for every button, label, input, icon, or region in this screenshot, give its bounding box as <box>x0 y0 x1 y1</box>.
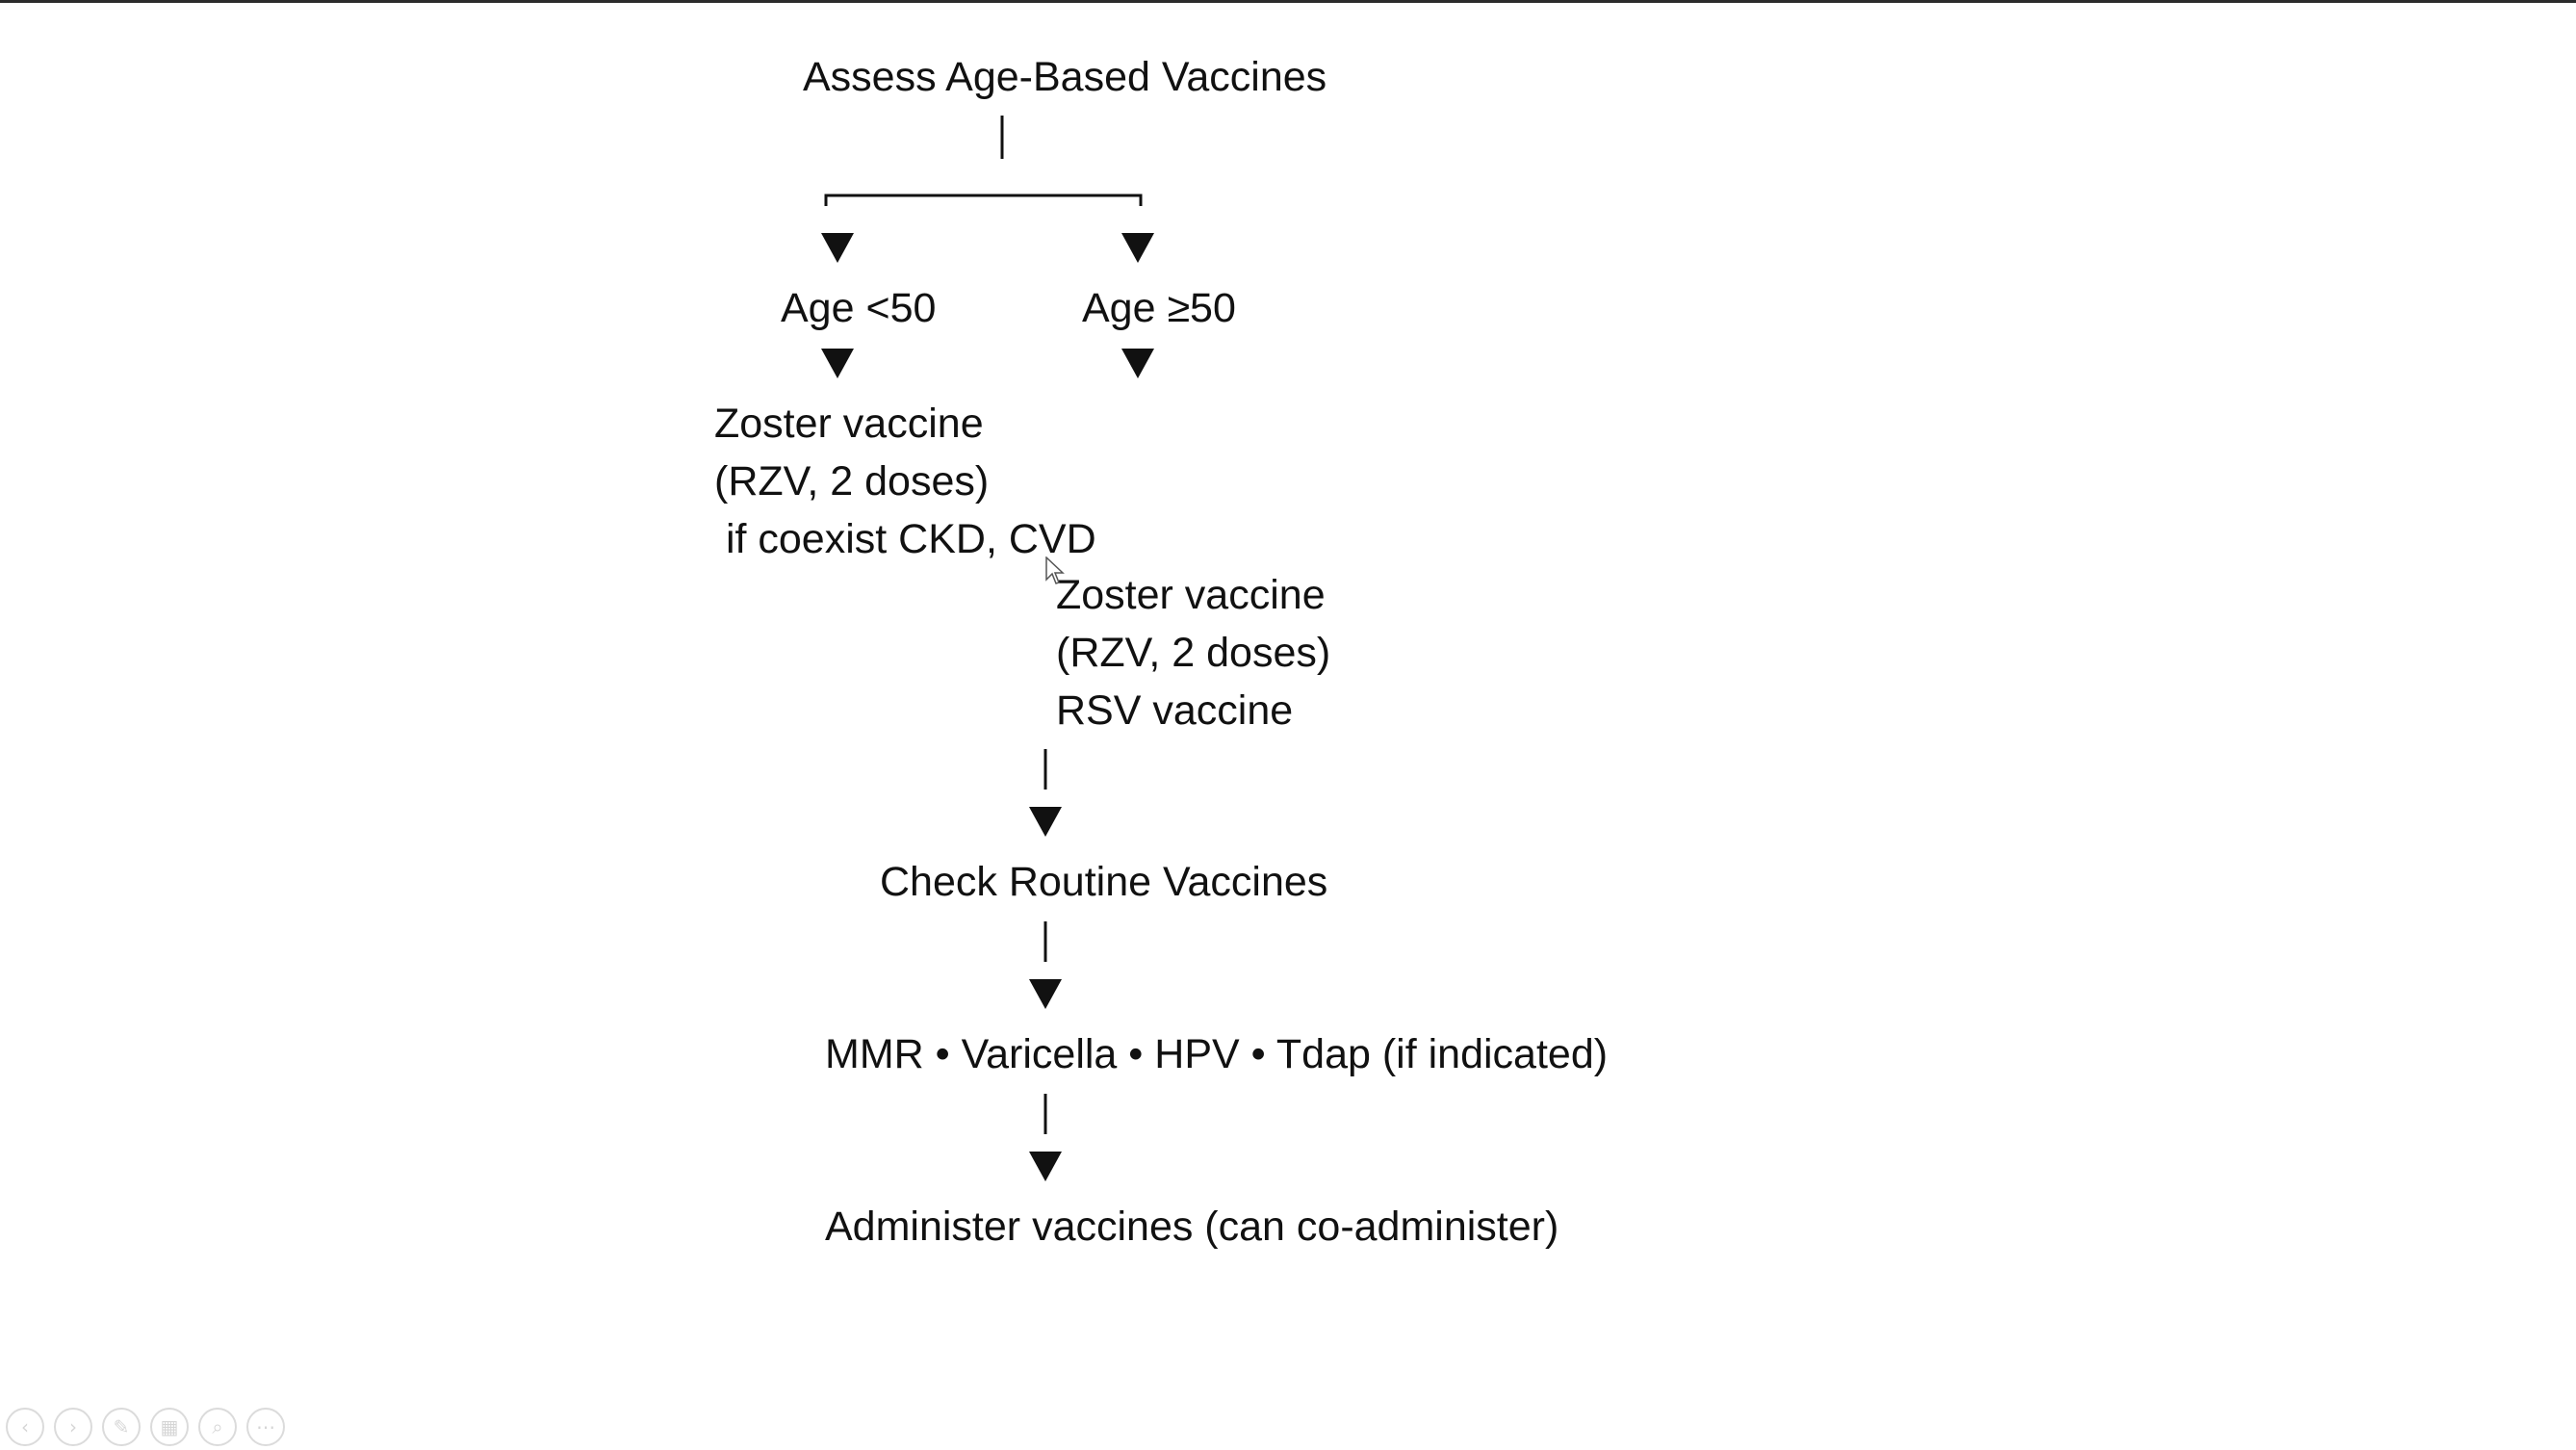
arrow-below-age-under-50 <box>821 349 854 378</box>
previous-slide-button[interactable]: ‹ <box>6 1408 44 1446</box>
slideshow-toolbar: ‹ › ✎ ▦ ⌕ ⋯ <box>6 1408 285 1450</box>
see-all-slides-button[interactable]: ▦ <box>150 1408 189 1446</box>
under-50-condition-line: if coexist CKD, CVD <box>714 516 1096 562</box>
next-slide-button[interactable]: › <box>54 1408 92 1446</box>
node-administer-vaccines: Administer vaccines (can co-administer) <box>825 1204 1559 1250</box>
pen-tool-button[interactable]: ✎ <box>102 1408 141 1446</box>
under-50-rzv-doses-line: (RZV, 2 doses) <box>714 458 990 505</box>
arrow-to-age-50-plus <box>1121 233 1154 263</box>
previous-slide-icon: ‹ <box>21 1415 29 1438</box>
zoom-button[interactable]: ⌕ <box>198 1408 237 1446</box>
under-50-zoster-line: Zoster vaccine <box>714 401 984 447</box>
zoom-icon: ⌕ <box>212 1415 223 1438</box>
node-assess-age-based-vaccines: Assess Age-Based Vaccines <box>803 54 1327 100</box>
node-routine-vaccine-list: MMR • Varicella • HPV • Tdap (if indicat… <box>825 1031 1609 1077</box>
mouse-pointer-icon <box>1045 557 1065 584</box>
arrow-below-age-50-plus <box>1121 349 1154 378</box>
node-age-under-50: Age <50 <box>781 285 937 331</box>
see-all-slides-icon: ▦ <box>160 1415 179 1438</box>
arrow-to-administer <box>1029 1152 1062 1181</box>
next-slide-icon: › <box>69 1415 77 1438</box>
pen-icon: ✎ <box>113 1415 130 1438</box>
more-options-icon: ⋯ <box>256 1415 275 1438</box>
over-50-zoster-line: Zoster vaccine <box>1056 572 1326 618</box>
node-check-routine-vaccines: Check Routine Vaccines <box>880 859 1328 905</box>
connector-branch-bracket <box>824 194 1143 206</box>
more-options-button[interactable]: ⋯ <box>246 1408 285 1446</box>
arrow-to-check-routine <box>1029 807 1062 837</box>
node-age-50-plus: Age ≥50 <box>1082 285 1236 331</box>
over-50-rzv-doses-line: (RZV, 2 doses) <box>1056 630 1331 676</box>
arrow-to-age-under-50 <box>821 233 854 263</box>
window-top-border <box>0 0 2576 3</box>
over-50-rsv-line: RSV vaccine <box>1056 687 1294 734</box>
arrow-to-routine-list <box>1029 979 1062 1009</box>
